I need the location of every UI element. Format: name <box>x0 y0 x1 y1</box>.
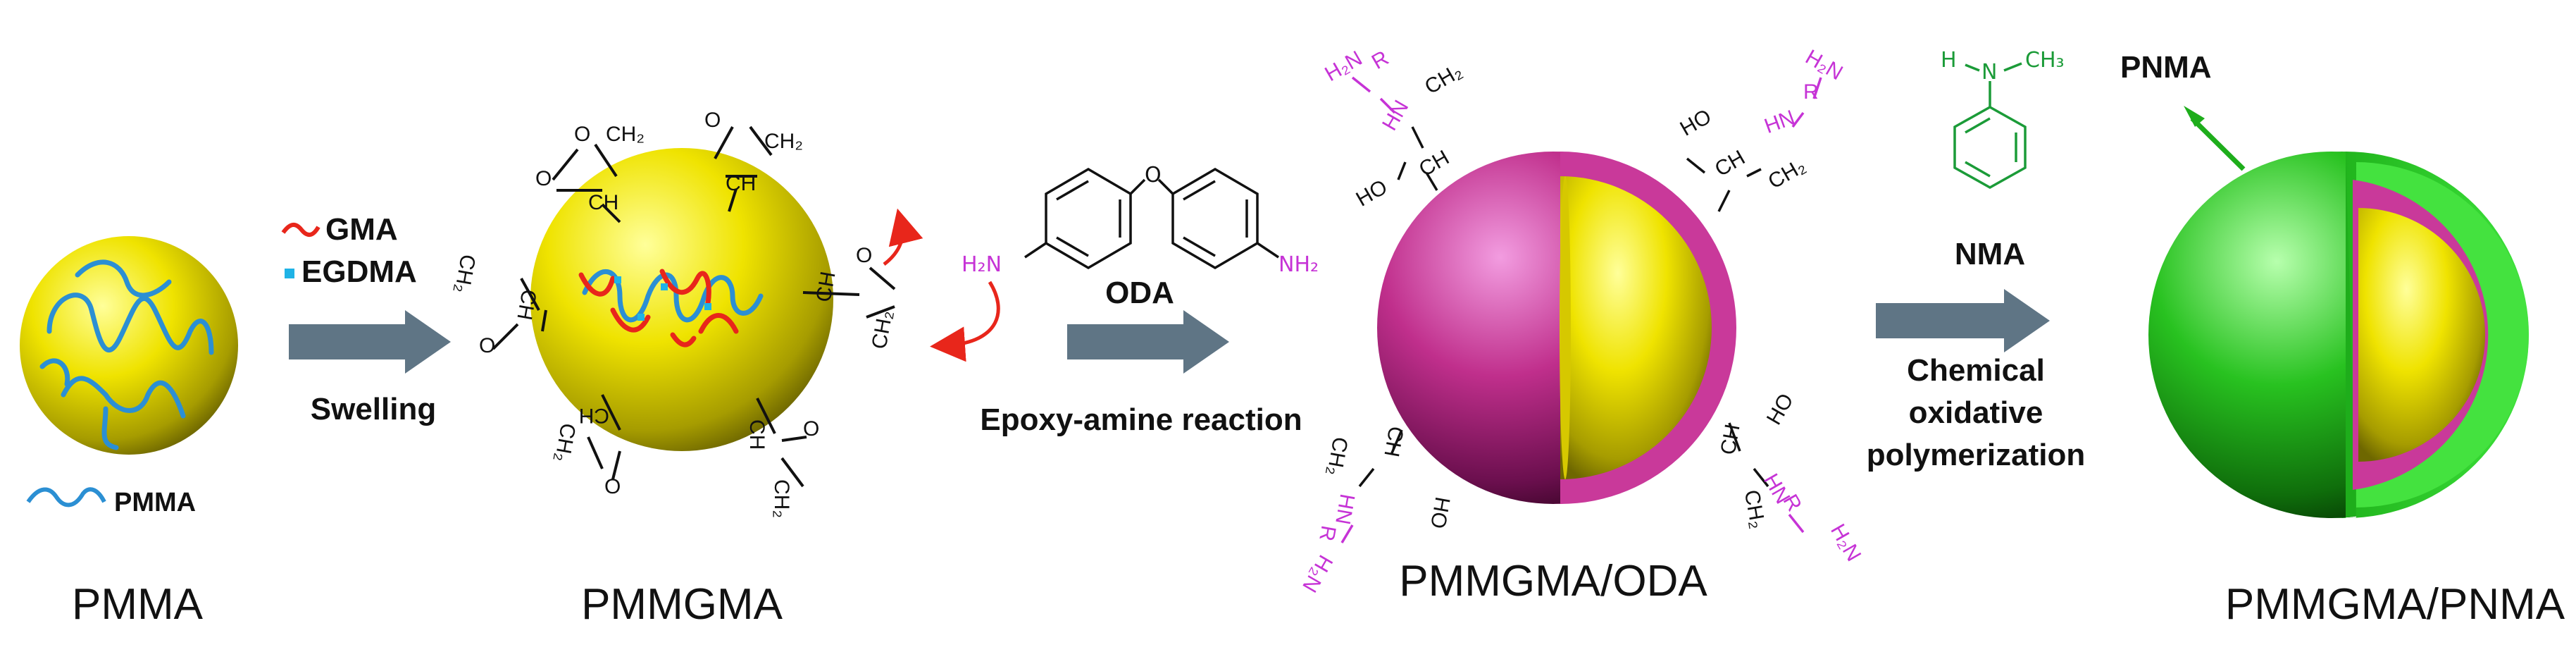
step-label-epoxy-amine: Epoxy-amine reaction <box>980 402 1302 437</box>
svg-text:HO: HO <box>1762 390 1798 429</box>
svg-text:CH: CH <box>812 270 840 304</box>
svg-text:R: R <box>1368 47 1393 74</box>
svg-text:CH₂: CH₂ <box>606 123 645 146</box>
svg-text:HN: HN <box>1331 492 1359 526</box>
svg-text:CH: CH <box>1711 146 1749 181</box>
stage-label-pmma: PMMA <box>72 580 204 629</box>
svg-text:O: O <box>803 417 819 441</box>
svg-text:HO: HO <box>1676 105 1715 141</box>
legend-egdma-label: EGDMA <box>301 254 417 289</box>
svg-text:O: O <box>479 334 495 357</box>
pmma-chain-icon <box>26 487 106 508</box>
svg-text:O: O <box>856 244 872 267</box>
nma-label: NMA <box>1955 237 2025 271</box>
step-label-oxidative: oxidative <box>1909 395 2043 430</box>
arrow-swelling: Swelling <box>289 310 451 426</box>
reaction-arrows <box>883 208 1000 362</box>
pmmgma-oda-particle <box>1377 152 1736 504</box>
stage-label-pmmgma-pnma: PMMGMA/PNMA <box>2225 580 2565 629</box>
svg-text:CH: CH <box>1717 422 1745 456</box>
epoxide-labels: O CH₂ CH O O CH₂ CH O CH CH₂ CH₂ CH O CH… <box>450 109 897 518</box>
pmmgma-pnma-particle <box>2148 152 2529 518</box>
svg-text:CH₂: CH₂ <box>1421 59 1466 99</box>
arrow-polymerization: Chemical oxidative polymerization <box>1867 289 2086 472</box>
epoxide-groups <box>492 125 896 488</box>
svg-text:O: O <box>1145 163 1162 187</box>
pmma-particle <box>20 236 238 455</box>
egdma-icon <box>285 269 294 278</box>
svg-text:H₂N: H₂N <box>1826 520 1865 565</box>
pnma-pointer: PNMA <box>2120 50 2246 171</box>
step-label-swelling: Swelling <box>311 392 436 426</box>
svg-text:H₂N: H₂N <box>1321 47 1366 86</box>
svg-text:CH: CH <box>1379 424 1407 458</box>
step-label-chemical: Chemical <box>1907 353 2045 388</box>
stage-label-pmmgma: PMMGMA <box>581 580 783 629</box>
svg-text:CH₂: CH₂ <box>1322 435 1352 477</box>
step-label-polymerization: polymerization <box>1867 438 2086 472</box>
svg-text:O: O <box>704 109 721 132</box>
svg-text:CH: CH <box>745 419 769 450</box>
svg-text:H₂N: H₂N <box>1801 45 1846 85</box>
svg-text:R: R <box>1803 80 1819 104</box>
egdma-crosslinks <box>614 276 711 321</box>
legend-gma-label: GMA <box>325 212 398 247</box>
svg-text:CH: CH <box>579 404 609 427</box>
svg-text:CH₃: CH₃ <box>2025 48 2065 73</box>
legend-pmma-label: PMMA <box>114 488 196 517</box>
oda-label: ODA <box>1105 276 1174 310</box>
svg-text:H₂N: H₂N <box>962 252 1002 277</box>
legend-monomers: GMA EGDMA <box>281 212 417 289</box>
svg-text:CH: CH <box>726 172 756 195</box>
arrow-epoxy-amine: Epoxy-amine reaction <box>980 310 1302 437</box>
pmma-chains <box>39 259 214 450</box>
svg-text:HO: HO <box>1426 495 1454 530</box>
svg-text:CH₂: CH₂ <box>1740 488 1769 531</box>
nma-molecule: H N CH₃ NMA <box>1941 48 2065 271</box>
pmmgma-particle <box>530 148 833 451</box>
svg-text:CH: CH <box>588 191 618 214</box>
gma-icon <box>281 223 321 237</box>
svg-text:O: O <box>574 123 590 146</box>
svg-text:H: H <box>1941 48 1957 73</box>
oda-molecule: O H₂N NH₂ ODA <box>962 163 1319 310</box>
svg-text:CH₂: CH₂ <box>450 252 480 295</box>
pmmgma-chains <box>578 269 764 347</box>
legend-pmma-chain: PMMA <box>26 487 196 517</box>
svg-text:CH₂: CH₂ <box>770 479 793 518</box>
svg-text:R: R <box>1314 524 1340 543</box>
svg-text:CH₂: CH₂ <box>764 130 803 153</box>
svg-text:CH₂: CH₂ <box>550 422 580 464</box>
svg-text:CH₂: CH₂ <box>1765 154 1810 194</box>
svg-text:CH: CH <box>1415 146 1453 181</box>
stage-label-pmmgma-oda: PMMGMA/ODA <box>1399 557 1707 605</box>
svg-text:NH₂: NH₂ <box>1278 252 1319 277</box>
svg-text:CH: CH <box>512 288 540 321</box>
svg-text:O: O <box>535 167 552 190</box>
svg-text:HN: HN <box>1761 106 1798 138</box>
svg-text:N: N <box>1981 60 1997 85</box>
svg-text:O: O <box>604 475 621 498</box>
pnma-label: PNMA <box>2120 50 2212 85</box>
svg-text:HO: HO <box>1352 176 1391 211</box>
svg-text:H₂N: H₂N <box>1298 551 1337 596</box>
